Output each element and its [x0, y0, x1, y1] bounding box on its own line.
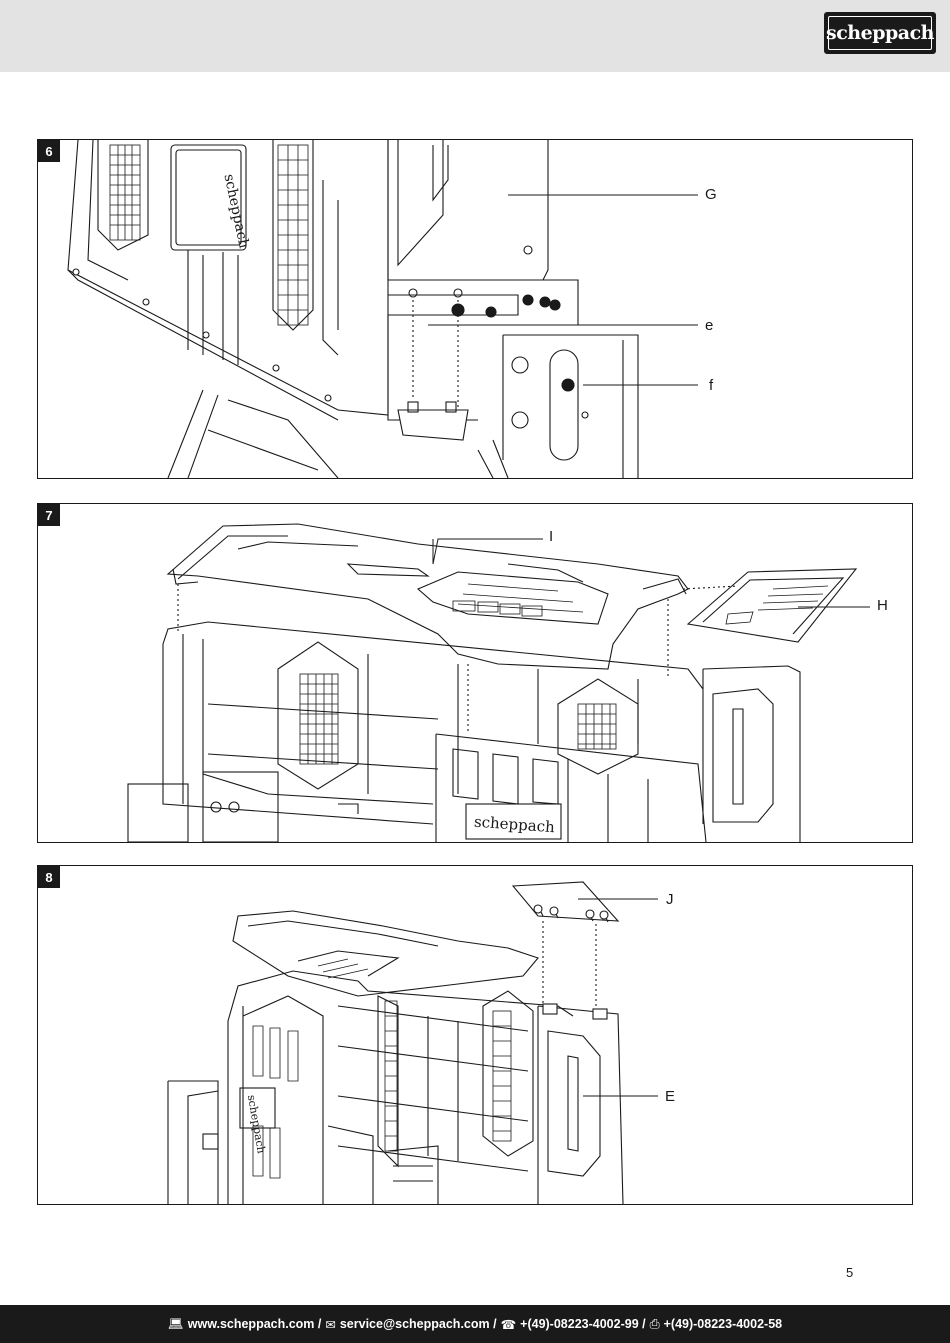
callout-label-f: f: [709, 377, 714, 394]
laptop-icon: 💻︎: [167, 1316, 184, 1331]
svg-text:scheppach: scheppach: [220, 173, 251, 250]
callout-label-h: H: [877, 597, 888, 614]
svg-text:scheppach: scheppach: [245, 1094, 268, 1155]
figure-number: 7: [38, 504, 60, 526]
svg-text:scheppach: scheppach: [473, 813, 555, 837]
brand-logo-text: scheppach: [826, 16, 934, 50]
figure-7-illustration: scheppach: [127, 523, 870, 842]
callout-label-e-fig8: E: [665, 1088, 676, 1105]
header-band: [0, 0, 950, 72]
footer-phone: +(49)-08223-4002-99 /: [520, 1317, 646, 1331]
envelope-icon: ✉: [325, 1317, 336, 1332]
callout-label-j: J: [666, 891, 674, 908]
fax-icon: ⎙: [649, 1316, 660, 1331]
phone-icon: ☎: [500, 1317, 517, 1332]
footer-website[interactable]: www.scheppach.com /: [187, 1317, 322, 1331]
figure-7: 7: [37, 503, 913, 843]
callout-label-e: e: [705, 317, 714, 334]
figure-6-illustration: scheppach: [67, 140, 698, 478]
brand-logo: scheppach: [824, 12, 936, 54]
callout-label-g: G: [705, 186, 717, 203]
figure-8-illustration: scheppach: [167, 881, 658, 1204]
figure-number: 8: [38, 866, 60, 888]
footer-contact-bar: 💻︎ www.scheppach.com / ✉ service@scheppa…: [0, 1305, 950, 1343]
footer-fax: +(49)-08223-4002-58: [663, 1317, 783, 1331]
page-number: 5: [846, 1265, 854, 1280]
callout-label-i: I: [549, 528, 554, 545]
figure-8: 8 scheppach: [37, 865, 913, 1205]
footer-email[interactable]: service@scheppach.com /: [339, 1317, 497, 1331]
figure-number: 6: [38, 140, 60, 162]
figure-6: 6 scheppach: [37, 139, 913, 479]
